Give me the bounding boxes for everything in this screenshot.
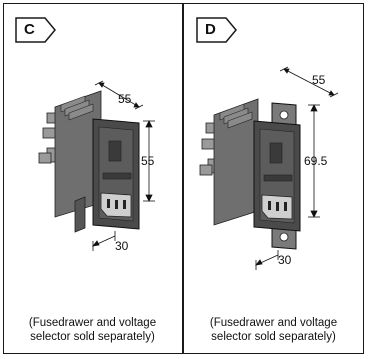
panel-letter: C (24, 21, 35, 38)
caption-line-2: selector sold separately) (30, 331, 155, 343)
caption-d: (Fusedrawer and voltage selector sold se… (184, 316, 363, 344)
panel-letter: D (205, 21, 216, 38)
depth-dimension-label: 30 (278, 253, 292, 267)
height-dimension-label: 55 (141, 154, 155, 168)
caption-c: (Fusedrawer and voltage selector sold se… (3, 316, 182, 344)
caption-line-1: (Fusedrawer and voltage (28, 317, 157, 329)
caption-line-1: (Fusedrawer and voltage (209, 317, 338, 329)
width-dimension-label: 55 (118, 92, 132, 106)
panel-label-tag-c: C (15, 17, 57, 43)
panel-d: D (184, 3, 363, 354)
power-entry-module-c-drawing (38, 80, 155, 251)
power-entry-module-d-drawing (199, 66, 339, 270)
caption-line-2: selector sold separately) (211, 331, 336, 343)
panel-label-tag-d: D (196, 17, 238, 43)
panel-divider (182, 3, 184, 354)
depth-dimension-label: 30 (115, 239, 129, 253)
height-dimension-label: 69.5 (304, 154, 328, 168)
panel-c: C (3, 3, 182, 354)
width-dimension-label: 55 (312, 73, 326, 87)
